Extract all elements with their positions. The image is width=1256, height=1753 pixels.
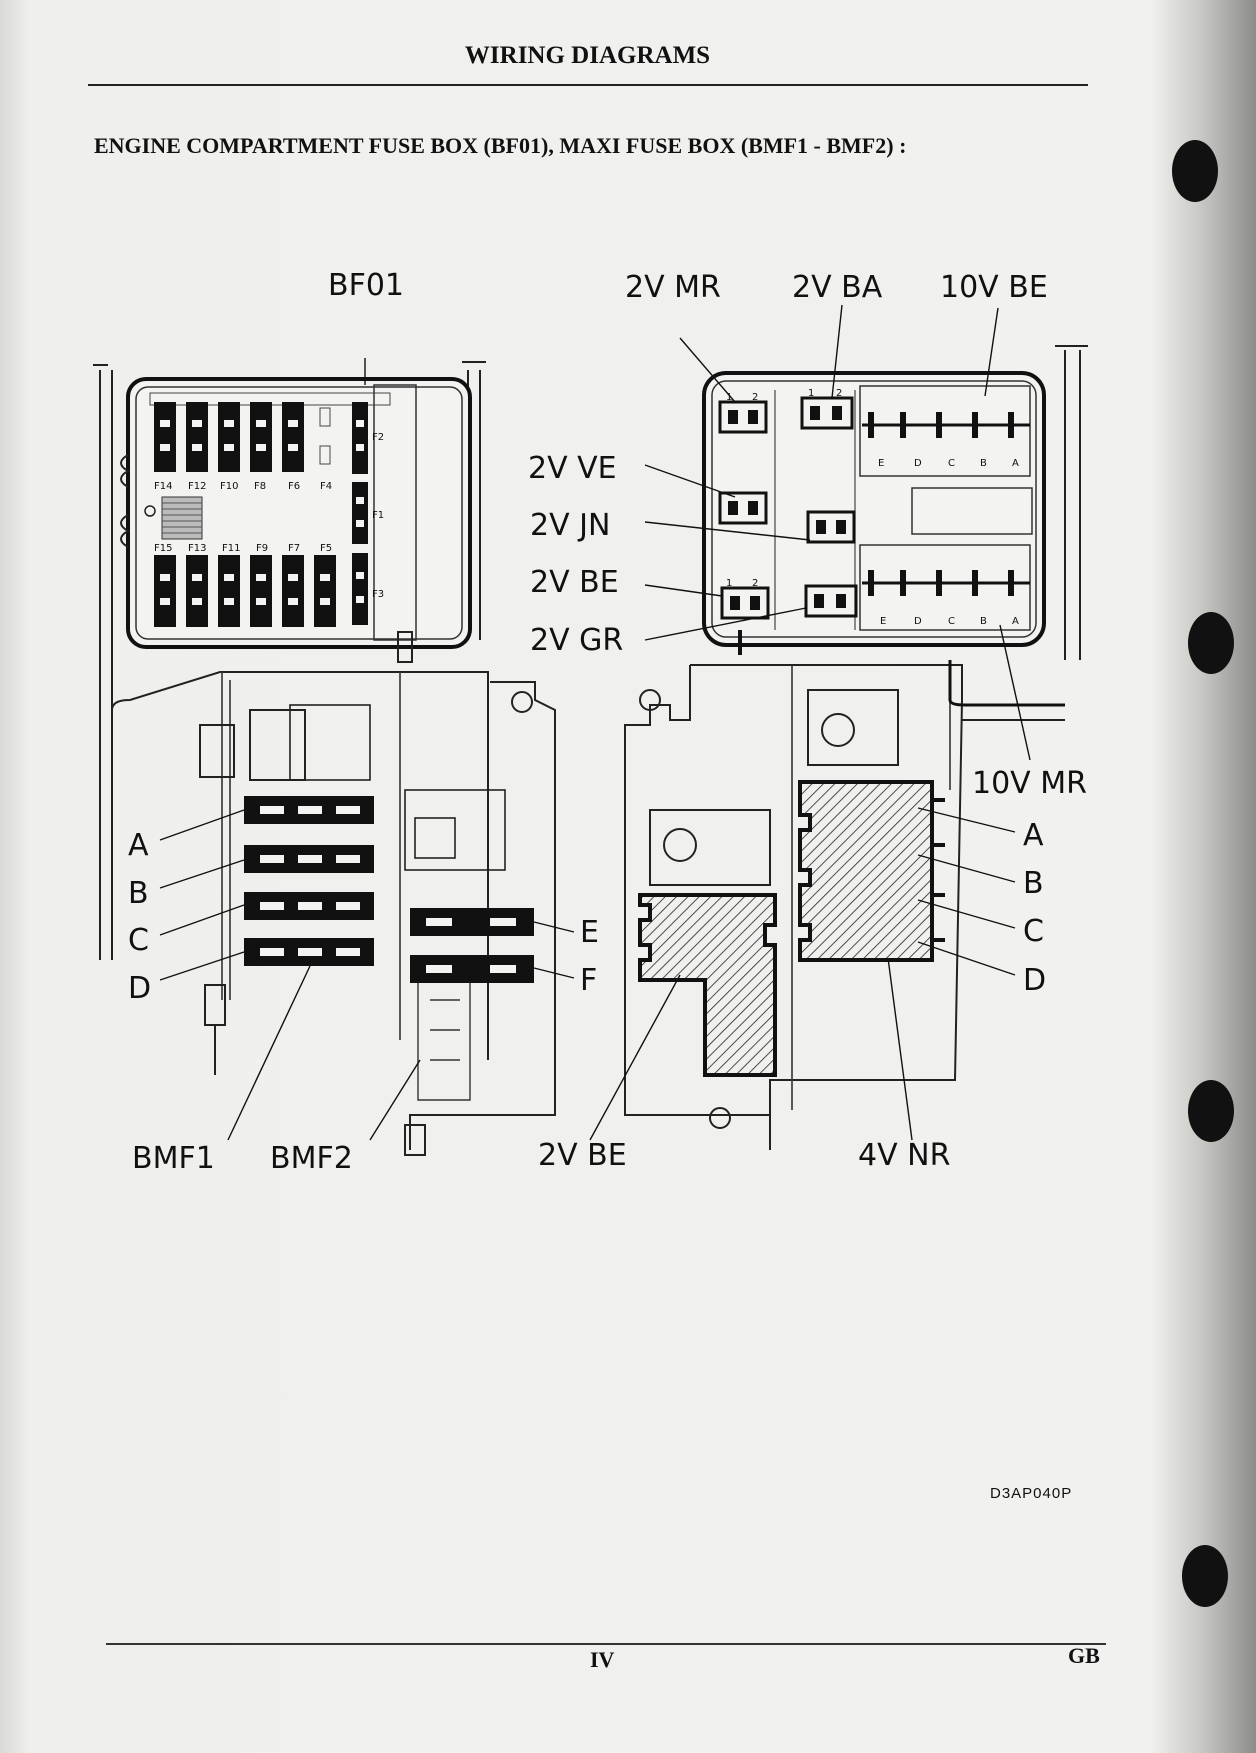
footer-rule [106, 1643, 1106, 1645]
label-2v-jn: 2V JN [530, 508, 610, 543]
pin-c-bottom: C [948, 616, 955, 627]
pin-b-top: B [980, 458, 987, 469]
right-small-fuses [718, 396, 858, 620]
binding-hole-mid-lower [1188, 1080, 1234, 1142]
page-number: IV [590, 1647, 615, 1672]
left-diagram-labels: BF01 A B C D E F BMF1 BMF2 [128, 268, 599, 1176]
label-right-a: A [1023, 818, 1044, 853]
fuse-label-f14: F14 [154, 481, 172, 492]
binding-hole-top [1172, 140, 1218, 202]
label-maxi-a: A [128, 828, 149, 863]
header-rule [88, 84, 1088, 86]
label-2v-be-bottom: 2V BE [538, 1138, 627, 1173]
pin-e-bottom: E [880, 616, 886, 627]
pin-b-bottom: B [980, 616, 987, 627]
language-code: GB [1068, 1643, 1100, 1668]
label-4v-nr: 4V NR [858, 1138, 950, 1173]
pin-a-top: A [1012, 458, 1019, 469]
label-bmf1: BMF1 [132, 1141, 215, 1176]
label-2v-ve: 2V VE [528, 451, 617, 486]
label-bmf2: BMF2 [270, 1141, 353, 1176]
pin-a-bottom: A [1012, 616, 1019, 627]
fuse-label-f3: F3 [372, 589, 384, 600]
label-bf01: BF01 [328, 268, 404, 303]
fuse-f1 [352, 482, 368, 544]
pin-d-top: D [914, 458, 922, 469]
label-2v-ba: 2V BA [792, 270, 883, 305]
fuse-label-f8: F8 [254, 481, 266, 492]
maxi-fuse-box-left [111, 358, 575, 1156]
maxi-fuses-a-d [244, 796, 374, 966]
label-right-d: D [1023, 963, 1046, 998]
fuse-label-f15: F15 [154, 543, 172, 554]
pin-d-bottom: D [914, 616, 922, 627]
label-2v-be-left: 2V BE [530, 565, 619, 600]
maxi-fuse-box-right [624, 660, 1065, 1150]
right-diagram-labels: 2V MR 2V BA 10V BE 2V VE 2V JN 2V BE 2V … [528, 270, 1087, 1173]
fuse-label-f10: F10 [220, 481, 238, 492]
label-maxi-b: B [128, 876, 149, 911]
pin-2-be: 2 [752, 578, 758, 589]
label-maxi-d: D [128, 971, 151, 1006]
bf01-fuse-labels: F14 F12 F10 F8 F6 F4 F15 F13 F11 F9 F7 F… [154, 432, 384, 600]
maxi-fuse-4v-nr [798, 780, 934, 962]
pin-2-ba: 2 [836, 388, 842, 399]
fuse-label-f2: F2 [372, 432, 384, 443]
binding-hole-mid-upper [1188, 612, 1234, 674]
pin-2-mr: 2 [752, 392, 758, 403]
fuse-label-f1: F1 [372, 510, 384, 521]
section-title: ENGINE COMPARTMENT FUSE BOX (BF01), MAXI… [94, 133, 907, 158]
fuse-label-f11: F11 [222, 543, 240, 554]
maxi-fuse-2v-be [638, 893, 777, 1077]
fuse-label-f12: F12 [188, 481, 206, 492]
bf01-fuse-box: F14 F12 F10 F8 F6 F4 F15 F13 F11 F9 F7 F… [93, 361, 486, 960]
ten-way-connectors [862, 412, 1030, 596]
right-leader-lines [589, 304, 1031, 1141]
label-right-c: C [1023, 914, 1044, 949]
fuse-label-f4: F4 [320, 481, 332, 492]
right-fuse-box: E D C B A E D C B A 1 2 1 2 1 2 [702, 345, 1088, 660]
pin-1-ba: 1 [808, 388, 814, 399]
pin-c-top: C [948, 458, 955, 469]
pin-1-be: 1 [726, 578, 732, 589]
connector-pin-labels: E D C B A E D C B A 1 2 1 2 1 2 [726, 388, 1019, 627]
label-10v-mr: 10V MR [972, 766, 1087, 801]
label-maxi-e: E [580, 915, 599, 950]
page-header: WIRING DIAGRAMS [464, 42, 711, 69]
label-maxi-c: C [128, 923, 149, 958]
fuse-label-f6: F6 [288, 481, 300, 492]
label-2v-gr: 2V GR [530, 623, 623, 658]
label-2v-mr: 2V MR [625, 270, 721, 305]
bf01-top-fuse-row [154, 402, 368, 474]
pin-1-mr: 1 [726, 392, 732, 403]
bf01-bottom-fuse-row [154, 553, 368, 627]
pin-e-top: E [878, 458, 884, 469]
fuse-label-f7: F7 [288, 543, 300, 554]
figure-reference-code: D3AP040P [990, 1485, 1073, 1502]
fuse-label-f9: F9 [256, 543, 268, 554]
binding-hole-bottom [1182, 1545, 1228, 1607]
maxi-fuses-e-f [410, 908, 534, 983]
fuse-label-f5: F5 [320, 543, 332, 554]
fuse-label-f13: F13 [188, 543, 206, 554]
label-maxi-f: F [580, 963, 597, 998]
label-10v-be: 10V BE [940, 270, 1048, 305]
label-right-b: B [1023, 866, 1044, 901]
